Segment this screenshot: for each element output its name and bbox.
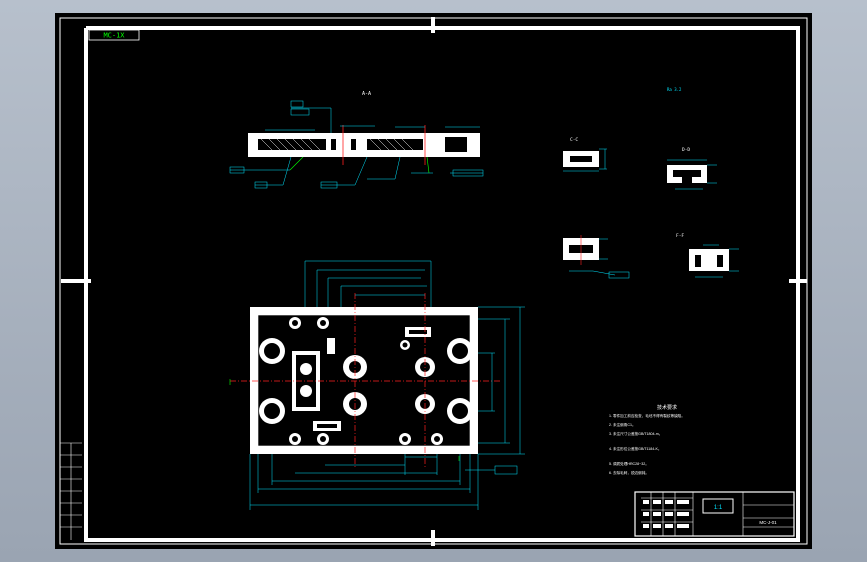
tech-requirement-item: 5. 调质处理HRC28~32。 (609, 461, 649, 466)
drawing-code-box: MC-1X (88, 29, 140, 41)
tech-requirement-item: 6. 去除毛刺，锐边倒钝。 (609, 470, 649, 475)
title-block-drawing-number: MC-J-01 (759, 520, 777, 525)
drawing-code-text: MC-1X (103, 32, 125, 40)
tech-requirement-item: 3. 未注尺寸公差按GB/T1804-m。 (609, 431, 662, 436)
section-c-c-label: C-C (570, 137, 578, 143)
main-plan-view (229, 260, 525, 510)
title-block-scale: 1:1 (714, 505, 723, 511)
section-d-d-label: D-D (682, 147, 690, 153)
tech-requirement-item: 1. 零件加工前应检查，毛坯不得有裂纹等缺陷。 (609, 413, 685, 418)
section-d-d-view: D-D (667, 147, 717, 190)
drawing-sheet: MC-1X A-A (55, 13, 812, 549)
tech-requirement-item: 4. 未注形位公差按GB/T1184-K。 (609, 446, 661, 451)
tech-requirement-item: 2. 未注倒角C1。 (609, 422, 636, 427)
cad-drawing: MC-1X A-A (59, 17, 808, 546)
tech-requirements: 技术要求 1. 零件加工前应检查，毛坯不得有裂纹等缺陷。 2. 未注倒角C1。 … (609, 404, 685, 475)
section-f-f-label: F-F (676, 233, 684, 239)
section-a-a-label: A-A (362, 91, 371, 97)
tech-requirements-title: 技术要求 (657, 404, 677, 411)
section-a-a-view: A-A (229, 87, 682, 189)
outer-frame (59, 17, 808, 545)
section-c-c-view: C-C (563, 137, 607, 172)
title-block: 1:1 MC-J-01 (634, 491, 795, 537)
section-e-e-view (563, 235, 630, 279)
section-f-f-view: F-F (676, 233, 739, 278)
inner-border (84, 26, 800, 542)
centering-marks (61, 17, 807, 546)
left-margin-strip (60, 442, 82, 540)
surface-finish-mark: Ra 3.2 (667, 87, 682, 92)
